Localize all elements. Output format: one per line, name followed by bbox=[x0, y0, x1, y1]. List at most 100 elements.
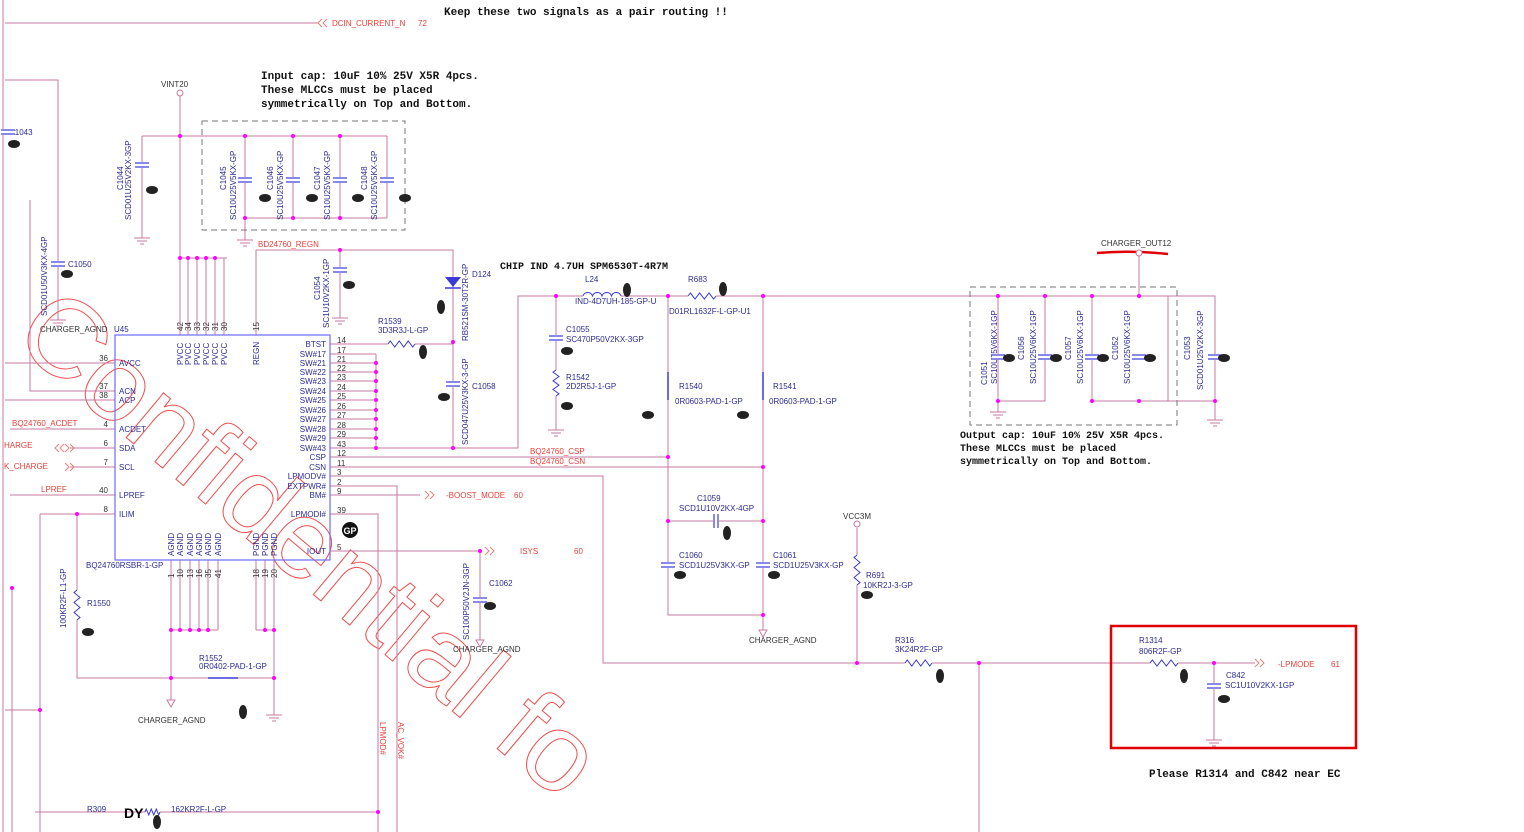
ref-c1057[interactable]: C1057 bbox=[1064, 336, 1073, 360]
ref-r1550[interactable]: R1550 bbox=[87, 599, 111, 608]
ref-r316[interactable]: R316 bbox=[895, 636, 915, 645]
val-c1051: SC10U25V6KX-1GP bbox=[990, 310, 999, 384]
net-boost-mode[interactable]: -BOOST_MODE bbox=[446, 491, 505, 500]
net-boost-page: 60 bbox=[514, 491, 523, 500]
ref-c1054[interactable]: C1054 bbox=[313, 276, 322, 300]
ref-c1059[interactable]: C1059 bbox=[697, 494, 721, 503]
ref-r683[interactable]: R683 bbox=[688, 275, 708, 284]
junction-dot bbox=[374, 379, 378, 383]
ref-c1060[interactable]: C1060 bbox=[679, 551, 703, 560]
ref-c1055[interactable]: C1055 bbox=[566, 325, 590, 334]
ref-r691[interactable]: R691 bbox=[866, 571, 886, 580]
net-agnd-1[interactable]: CHARGER_AGND bbox=[40, 325, 108, 334]
note-pair-routing: Keep these two signals as a pair routing… bbox=[444, 7, 728, 19]
ref-c1056[interactable]: C1056 bbox=[1017, 336, 1026, 360]
gp-badge-icon bbox=[259, 194, 271, 202]
net-lpmode[interactable]: -LPMODE bbox=[1278, 660, 1314, 669]
gp-badge-icon bbox=[419, 345, 427, 359]
net-csp[interactable]: BQ24760_CSP bbox=[530, 447, 585, 456]
gp-badge-icon bbox=[61, 270, 73, 278]
net-csn[interactable]: BQ24760_CSN bbox=[530, 457, 585, 466]
val-c1048: SC10U25V5KX-GP bbox=[370, 151, 379, 220]
net-ac-vok[interactable]: AC_VOK# bbox=[396, 722, 405, 759]
net-charger-out12[interactable]: CHARGER_OUT12 bbox=[1101, 239, 1172, 248]
gp-badge-icon bbox=[1218, 695, 1230, 703]
cap-gap bbox=[334, 177, 346, 183]
ref-r1540[interactable]: R1540 bbox=[679, 382, 703, 391]
pin-name: PVCC bbox=[176, 343, 185, 365]
ref-r1314[interactable]: R1314 bbox=[1139, 636, 1163, 645]
val-c1057: SC10U25V6KX-1GP bbox=[1076, 310, 1085, 384]
pin-name: BTST bbox=[306, 340, 327, 349]
pin-name: LPMODI# bbox=[291, 510, 327, 519]
pin-number: 41 bbox=[214, 569, 223, 578]
pin-name: PVCC bbox=[202, 343, 211, 365]
net-vcc3m[interactable]: VCC3M bbox=[843, 512, 871, 521]
ref-c1051[interactable]: C1051 bbox=[980, 361, 989, 385]
ref-r1542[interactable]: R1542 bbox=[566, 373, 590, 382]
pin-name: SW#24 bbox=[300, 387, 327, 396]
junction-dot bbox=[374, 436, 378, 440]
net-lpmod[interactable]: LPMOD# bbox=[378, 722, 387, 755]
net-acdet[interactable]: BQ24760_ACDET bbox=[12, 419, 77, 428]
pin-name: AGND bbox=[176, 533, 185, 556]
val-c1045: SC10U25V5KX-GP bbox=[229, 151, 238, 220]
val-c1046: SC10U25V5KX-GP bbox=[276, 151, 285, 220]
ref-c1061[interactable]: C1061 bbox=[773, 551, 797, 560]
net-bd24760-regn[interactable]: BD24760_REGN bbox=[258, 240, 319, 249]
ref-c1048[interactable]: C1048 bbox=[360, 166, 369, 190]
ref-l24[interactable]: L24 bbox=[585, 275, 599, 284]
pin-name: PGND bbox=[261, 533, 270, 556]
junction-dot bbox=[291, 216, 295, 220]
junction-dot bbox=[374, 417, 378, 421]
net-dcin-current[interactable]: DCIN_CURRENT_N bbox=[332, 19, 406, 28]
junction-dot bbox=[178, 628, 182, 632]
ref-c1047[interactable]: C1047 bbox=[313, 166, 322, 190]
net-isys[interactable]: ISYS bbox=[520, 547, 538, 556]
ref-c1050[interactable]: C1050 bbox=[68, 260, 92, 269]
ref-c1052[interactable]: C1052 bbox=[1111, 336, 1120, 360]
pin-number: 38 bbox=[99, 391, 108, 400]
ref-c1046[interactable]: C1046 bbox=[266, 166, 275, 190]
junction-dot bbox=[1212, 661, 1216, 665]
cap-gap bbox=[52, 261, 64, 267]
val-l24: IND-4D7UH-185-GP-U bbox=[575, 297, 657, 306]
ic-u45[interactable]: U45 BQ24760RSBR-1-GP 36AVCC37ACN38ACP4AC… bbox=[86, 322, 358, 578]
junction-dot bbox=[374, 446, 378, 450]
ref-c842[interactable]: C842 bbox=[1226, 671, 1246, 680]
pin-number: 12 bbox=[337, 449, 346, 458]
gp-badge-icon bbox=[561, 402, 573, 410]
pin-name: AGND bbox=[214, 533, 223, 556]
junction-dot bbox=[374, 398, 378, 402]
net-agnd-4[interactable]: CHARGER_AGND bbox=[138, 716, 206, 725]
diode-icon bbox=[445, 277, 461, 287]
ref-c1043[interactable]: C1043 bbox=[9, 128, 33, 137]
net-scl[interactable]: K_CHARGE bbox=[4, 462, 48, 471]
capacitor-icon bbox=[238, 177, 252, 183]
net-lpref[interactable]: LPREF bbox=[41, 485, 67, 494]
ref-r309[interactable]: R309 bbox=[87, 805, 107, 814]
ground-icon bbox=[1206, 739, 1222, 747]
junction-dot bbox=[291, 134, 295, 138]
net-vint20[interactable]: VINT20 bbox=[161, 80, 189, 89]
pin-number: 7 bbox=[104, 458, 109, 467]
pin-name: PVCC bbox=[184, 343, 193, 365]
ref-c1058[interactable]: C1058 bbox=[472, 382, 496, 391]
net-agnd-3[interactable]: CHARGER_AGND bbox=[749, 636, 817, 645]
gp-badge-icon bbox=[561, 347, 573, 355]
ref-c1044[interactable]: C1044 bbox=[116, 166, 125, 190]
ref-r1552[interactable]: R1552 bbox=[199, 654, 223, 663]
junction-dot bbox=[188, 628, 192, 632]
ref-r1541[interactable]: R1541 bbox=[773, 382, 797, 391]
pin-number: 26 bbox=[337, 402, 346, 411]
net-sda[interactable]: HARGE bbox=[4, 441, 32, 450]
ref-c1053[interactable]: C1053 bbox=[1183, 336, 1192, 360]
net-agnd-2[interactable]: CHARGER_AGND bbox=[453, 645, 521, 654]
ref-d124[interactable]: D124 bbox=[472, 270, 492, 279]
ref-c1062[interactable]: C1062 bbox=[489, 579, 513, 588]
ref-r1539[interactable]: R1539 bbox=[378, 317, 402, 326]
pin-name: SW#23 bbox=[300, 377, 327, 386]
junction-dot bbox=[169, 676, 173, 680]
val-c1053: SCD01U25V2KX-3GP bbox=[1196, 310, 1205, 390]
ref-c1045[interactable]: C1045 bbox=[219, 166, 228, 190]
